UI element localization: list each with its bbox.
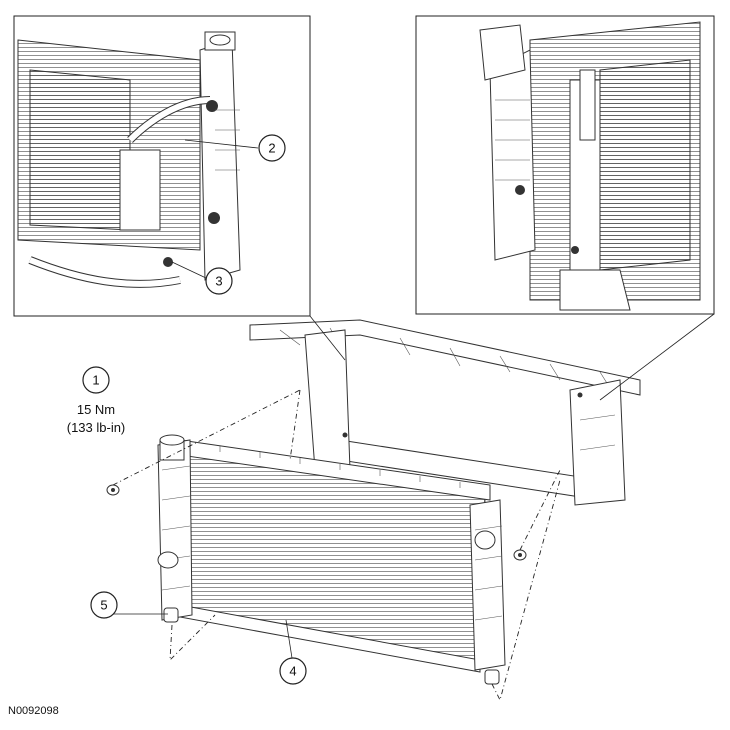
detail-view-left <box>13 15 311 317</box>
callout-5: 5 <box>90 591 118 619</box>
callout-3: 3 <box>205 267 233 295</box>
callout-2: 2 <box>258 134 286 162</box>
callout-4: 4 <box>279 657 307 685</box>
callout-1: 1 <box>82 366 110 394</box>
svg-text:4: 4 <box>289 664 296 679</box>
figure-id: N0092098 <box>8 705 59 717</box>
svg-text:3: 3 <box>215 274 222 289</box>
torque-value: 15 Nm <box>77 402 115 417</box>
callout-leaders <box>112 613 293 659</box>
svg-text:5: 5 <box>100 598 107 613</box>
radiator-support-frame <box>249 313 715 506</box>
bolt-left <box>106 484 120 496</box>
torque-alt-value: (133 lb-in) <box>67 420 126 435</box>
torque-spec: 15 Nm (133 lb-in) <box>67 402 126 435</box>
detail-view-right <box>415 15 715 315</box>
bolt-right <box>513 549 527 561</box>
radiator <box>157 434 506 685</box>
svg-text:2: 2 <box>268 141 275 156</box>
svg-text:1: 1 <box>92 373 99 388</box>
assembly-lines <box>112 389 561 702</box>
